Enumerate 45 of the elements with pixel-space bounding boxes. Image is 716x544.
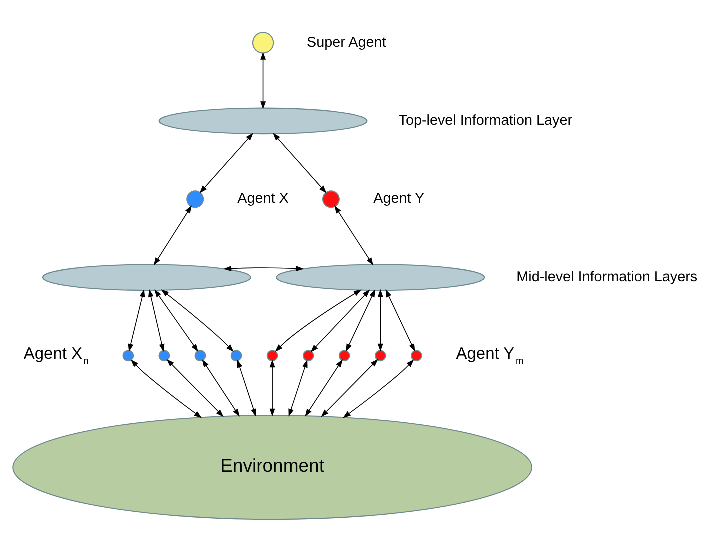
node-circle <box>266 350 278 362</box>
arrow <box>223 266 304 272</box>
label: Agent Y$_{m}$ <box>456 344 524 366</box>
arrow <box>320 359 378 418</box>
arrow <box>342 360 414 418</box>
node-label: Agent X <box>237 191 288 208</box>
node-circle <box>186 190 204 208</box>
label: Agent X$_{n}$ <box>23 344 88 366</box>
node-circle <box>122 350 134 362</box>
arrow <box>202 360 240 417</box>
arrow <box>154 290 198 352</box>
arrow <box>160 290 234 352</box>
node-ellipse <box>158 108 368 135</box>
arrow <box>288 360 308 417</box>
arrow <box>334 206 374 266</box>
node-label: Super Agent <box>306 34 386 51</box>
node-circle <box>410 350 422 362</box>
arrow <box>274 290 362 352</box>
node-circle <box>322 190 340 208</box>
node-circle <box>158 350 170 362</box>
arrow <box>199 133 253 194</box>
arrow <box>304 360 342 417</box>
arrow <box>153 206 192 266</box>
arrow <box>260 52 266 110</box>
arrow <box>272 133 326 194</box>
arrow <box>385 289 415 352</box>
arrow <box>166 359 224 418</box>
arrow <box>148 289 164 352</box>
node-circle <box>374 350 386 362</box>
node-label: Top-level Information Layer <box>398 112 572 129</box>
node-label: Mid-level Information Layers <box>516 269 698 286</box>
arrow <box>128 289 145 352</box>
arrow <box>269 360 275 417</box>
arrow <box>310 290 370 353</box>
arrow <box>236 360 256 417</box>
arrow <box>346 289 376 352</box>
node-circle <box>230 350 242 362</box>
arrow <box>130 360 202 418</box>
arrow <box>377 289 383 352</box>
node-circle <box>194 350 206 362</box>
node-circle <box>302 350 314 362</box>
node-ellipse: Environment <box>12 415 532 520</box>
node-label: Agent Y <box>373 191 424 208</box>
node-circle <box>252 32 274 54</box>
node-circle <box>338 350 350 362</box>
